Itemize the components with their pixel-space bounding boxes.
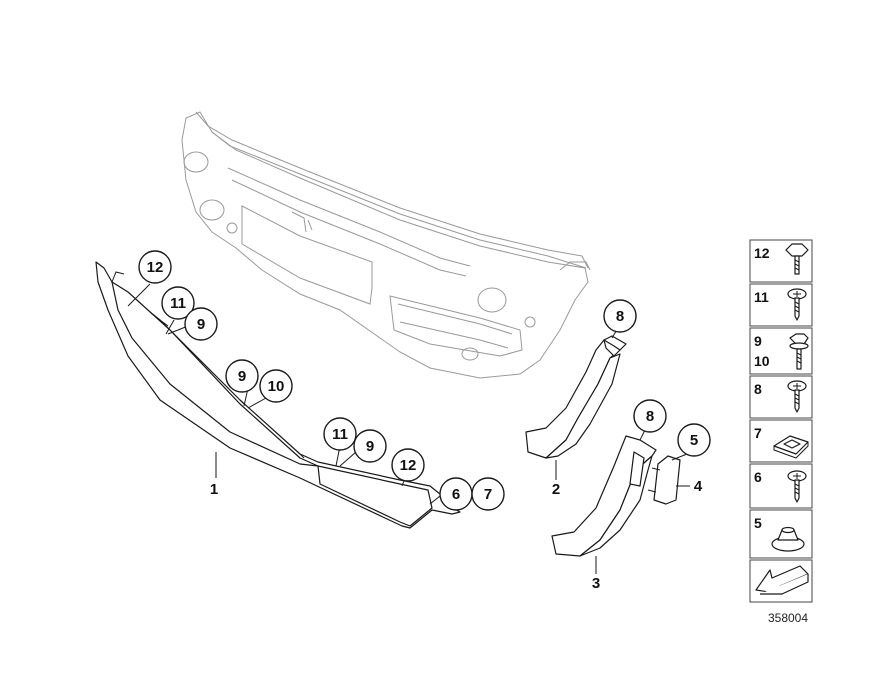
- callout-9b: 9: [225, 359, 259, 393]
- svg-text:12: 12: [754, 245, 770, 261]
- callout-11c: 11: [323, 417, 357, 451]
- callout-11a: 11: [161, 286, 195, 320]
- part-labels: 1 2 3 4: [210, 478, 703, 592]
- legend-item-9-10: 9 10: [749, 327, 813, 375]
- hex-flange-bolt-icon: [785, 243, 809, 275]
- svg-text:10: 10: [754, 353, 770, 369]
- direction-arrow-icon: [755, 565, 809, 595]
- part-3-side-deflector: [551, 435, 657, 557]
- torx-screw-icon: [787, 288, 807, 321]
- svg-text:7: 7: [484, 486, 492, 503]
- callout-6: 6: [439, 477, 473, 511]
- svg-text:9: 9: [754, 333, 762, 349]
- svg-text:7: 7: [754, 425, 762, 441]
- legend-item-8: 8: [749, 375, 813, 419]
- legend-item-11: 11: [749, 283, 813, 327]
- part-label-4: 4: [694, 478, 703, 495]
- svg-text:9: 9: [197, 316, 205, 333]
- callout-8b: 8: [633, 399, 667, 433]
- svg-text:9: 9: [366, 438, 374, 455]
- fastener-legend: 12 11 9 10: [749, 239, 813, 603]
- callout-9c: 9: [353, 429, 387, 463]
- svg-text:8: 8: [616, 308, 624, 325]
- callout-8a: 8: [603, 299, 637, 333]
- part-4-bracket: [647, 455, 681, 505]
- bumper-outline: [181, 111, 591, 379]
- svg-text:12: 12: [147, 259, 164, 276]
- torx-screw-icon: [787, 380, 807, 413]
- part-label-1: 1: [210, 481, 218, 498]
- callout-7: 7: [471, 477, 505, 511]
- spring-nut-clip-icon: [773, 435, 809, 459]
- torx-screw-icon: [787, 470, 807, 503]
- legend-item-7: 7: [749, 419, 813, 463]
- svg-text:11: 11: [170, 295, 186, 312]
- part-label-2: 2: [552, 481, 560, 498]
- svg-text:11: 11: [754, 289, 769, 305]
- svg-text:11: 11: [332, 426, 348, 443]
- svg-text:12: 12: [400, 457, 417, 474]
- svg-text:8: 8: [754, 381, 762, 397]
- hex-flange-bolt-with-washer-icon: [789, 333, 809, 370]
- svg-text:9: 9: [238, 368, 246, 385]
- callout-9a: 9: [184, 307, 218, 341]
- callout-10b: 10: [259, 369, 293, 403]
- legend-item-5: 5: [749, 509, 813, 559]
- part-label-3: 3: [592, 575, 600, 592]
- svg-text:5: 5: [690, 432, 698, 449]
- svg-text:5: 5: [754, 515, 762, 531]
- svg-text:6: 6: [754, 469, 762, 485]
- callout-5: 5: [677, 423, 711, 457]
- svg-text:10: 10: [268, 378, 285, 395]
- part-1-front-spoiler: [95, 261, 461, 529]
- legend-item-arrow: [749, 559, 813, 603]
- svg-text:8: 8: [646, 408, 654, 425]
- part-2-side-deflector: [525, 335, 627, 459]
- callout-12d: 12: [391, 448, 425, 482]
- callouts: 12 11 9 9 10 11 9 12 6 7 8 8 5: [138, 250, 711, 511]
- expanding-rivet-nut-icon: [771, 526, 805, 552]
- legend-item-6: 6: [749, 463, 813, 509]
- diagram-id: 358004: [768, 611, 808, 625]
- svg-text:6: 6: [452, 486, 460, 503]
- legend-item-12: 12: [749, 239, 813, 283]
- callout-12a: 12: [138, 250, 172, 284]
